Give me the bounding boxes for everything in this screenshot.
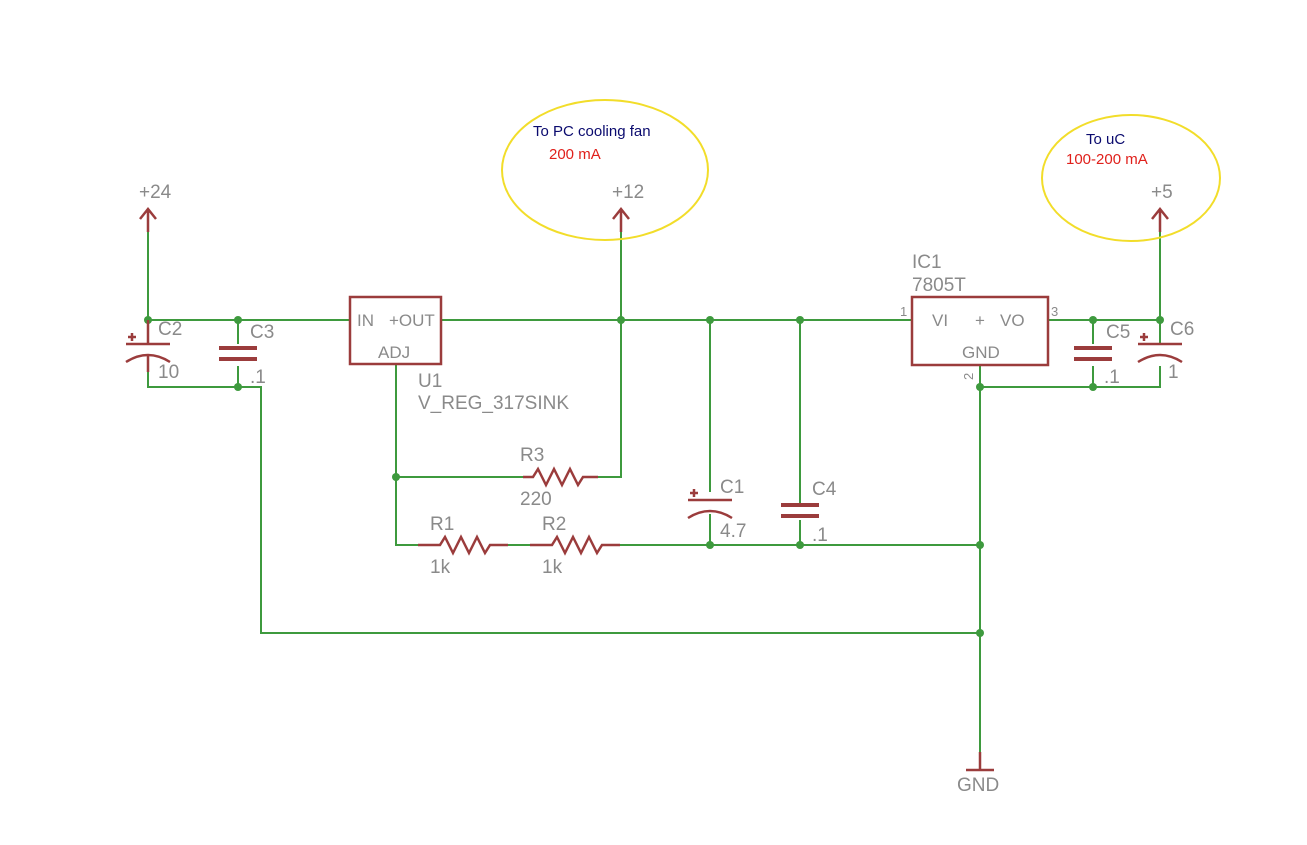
fan-note-current: 200 mA xyxy=(549,146,601,163)
ground-label: GND xyxy=(957,775,999,796)
ic1-pin-vi: VI xyxy=(932,311,948,330)
ic1-pin2-number: 2 xyxy=(961,373,976,380)
r2-value: 1k xyxy=(542,557,563,578)
supply-12-label: +12 xyxy=(612,182,644,203)
ic1-regulator: VI + VO GND 1 2 3 IC1 7805T xyxy=(900,252,1058,380)
ic1-pin-vo: VO xyxy=(1000,311,1025,330)
c3-value: .1 xyxy=(250,367,266,388)
resistor-r3: R3 220 xyxy=(520,445,598,510)
ic1-pin3-number: 3 xyxy=(1051,304,1058,319)
supply-24-symbol: +24 xyxy=(139,182,172,232)
u1-pin-adj: ADJ xyxy=(378,343,410,362)
ic1-pin-plus: + xyxy=(975,311,985,330)
u1-pin-in: IN xyxy=(357,311,374,330)
resistor-r2: R2 1k xyxy=(530,514,620,578)
supply-24-label: +24 xyxy=(139,182,172,203)
u1-name: U1 xyxy=(418,371,442,392)
r1-name: R1 xyxy=(430,514,454,535)
r3-value: 220 xyxy=(520,489,552,510)
supply-5-label: +5 xyxy=(1151,182,1173,203)
supply-12-symbol: +12 xyxy=(612,182,644,232)
capacitor-c3: C3 .1 xyxy=(219,322,274,388)
fan-highlight-ellipse xyxy=(501,99,709,241)
u1-regulator: IN +OUT ADJ U1 V_REG_317SINK xyxy=(348,295,569,414)
u1-value: V_REG_317SINK xyxy=(418,393,569,414)
c2-name: C2 xyxy=(158,319,182,340)
c3-name: C3 xyxy=(250,322,274,343)
uc-note-title: To uC xyxy=(1086,131,1125,148)
r2-name: R2 xyxy=(542,514,566,535)
c5-value: .1 xyxy=(1104,367,1120,388)
uc-note-current: 100-200 mA xyxy=(1066,151,1148,168)
c6-name: C6 xyxy=(1170,319,1194,340)
capacitor-c4: C4 .1 xyxy=(781,479,837,546)
c6-value: 1 xyxy=(1168,362,1179,383)
c4-value: .1 xyxy=(812,525,828,546)
u1-pin-out: +OUT xyxy=(389,311,435,330)
c1-value: 4.7 xyxy=(720,521,746,542)
ic1-pin-gnd: GND xyxy=(962,343,1000,362)
wires xyxy=(147,232,1161,752)
c5-name: C5 xyxy=(1106,322,1130,343)
capacitor-c2: C2 10 xyxy=(125,319,182,383)
c4-name: C4 xyxy=(812,479,837,500)
junctions xyxy=(144,316,1164,637)
capacitor-c1: C1 4.7 xyxy=(687,477,746,542)
uc-highlight-ellipse xyxy=(1041,114,1221,242)
ic1-name: IC1 xyxy=(912,252,942,273)
ic1-value: 7805T xyxy=(912,275,966,296)
capacitor-c5: C5 .1 xyxy=(1074,322,1130,388)
ic1-pin1-number: 1 xyxy=(900,304,907,319)
supply-5-symbol: +5 xyxy=(1151,182,1173,232)
ground-symbol: GND xyxy=(957,752,999,796)
r3-name: R3 xyxy=(520,445,544,466)
capacitor-c6: C6 1 xyxy=(1137,319,1194,383)
c2-value: 10 xyxy=(158,362,179,383)
fan-note-title: To PC cooling fan xyxy=(533,123,651,140)
c1-name: C1 xyxy=(720,477,744,498)
r1-value: 1k xyxy=(430,557,451,578)
resistor-r1: R1 1k xyxy=(418,514,508,578)
